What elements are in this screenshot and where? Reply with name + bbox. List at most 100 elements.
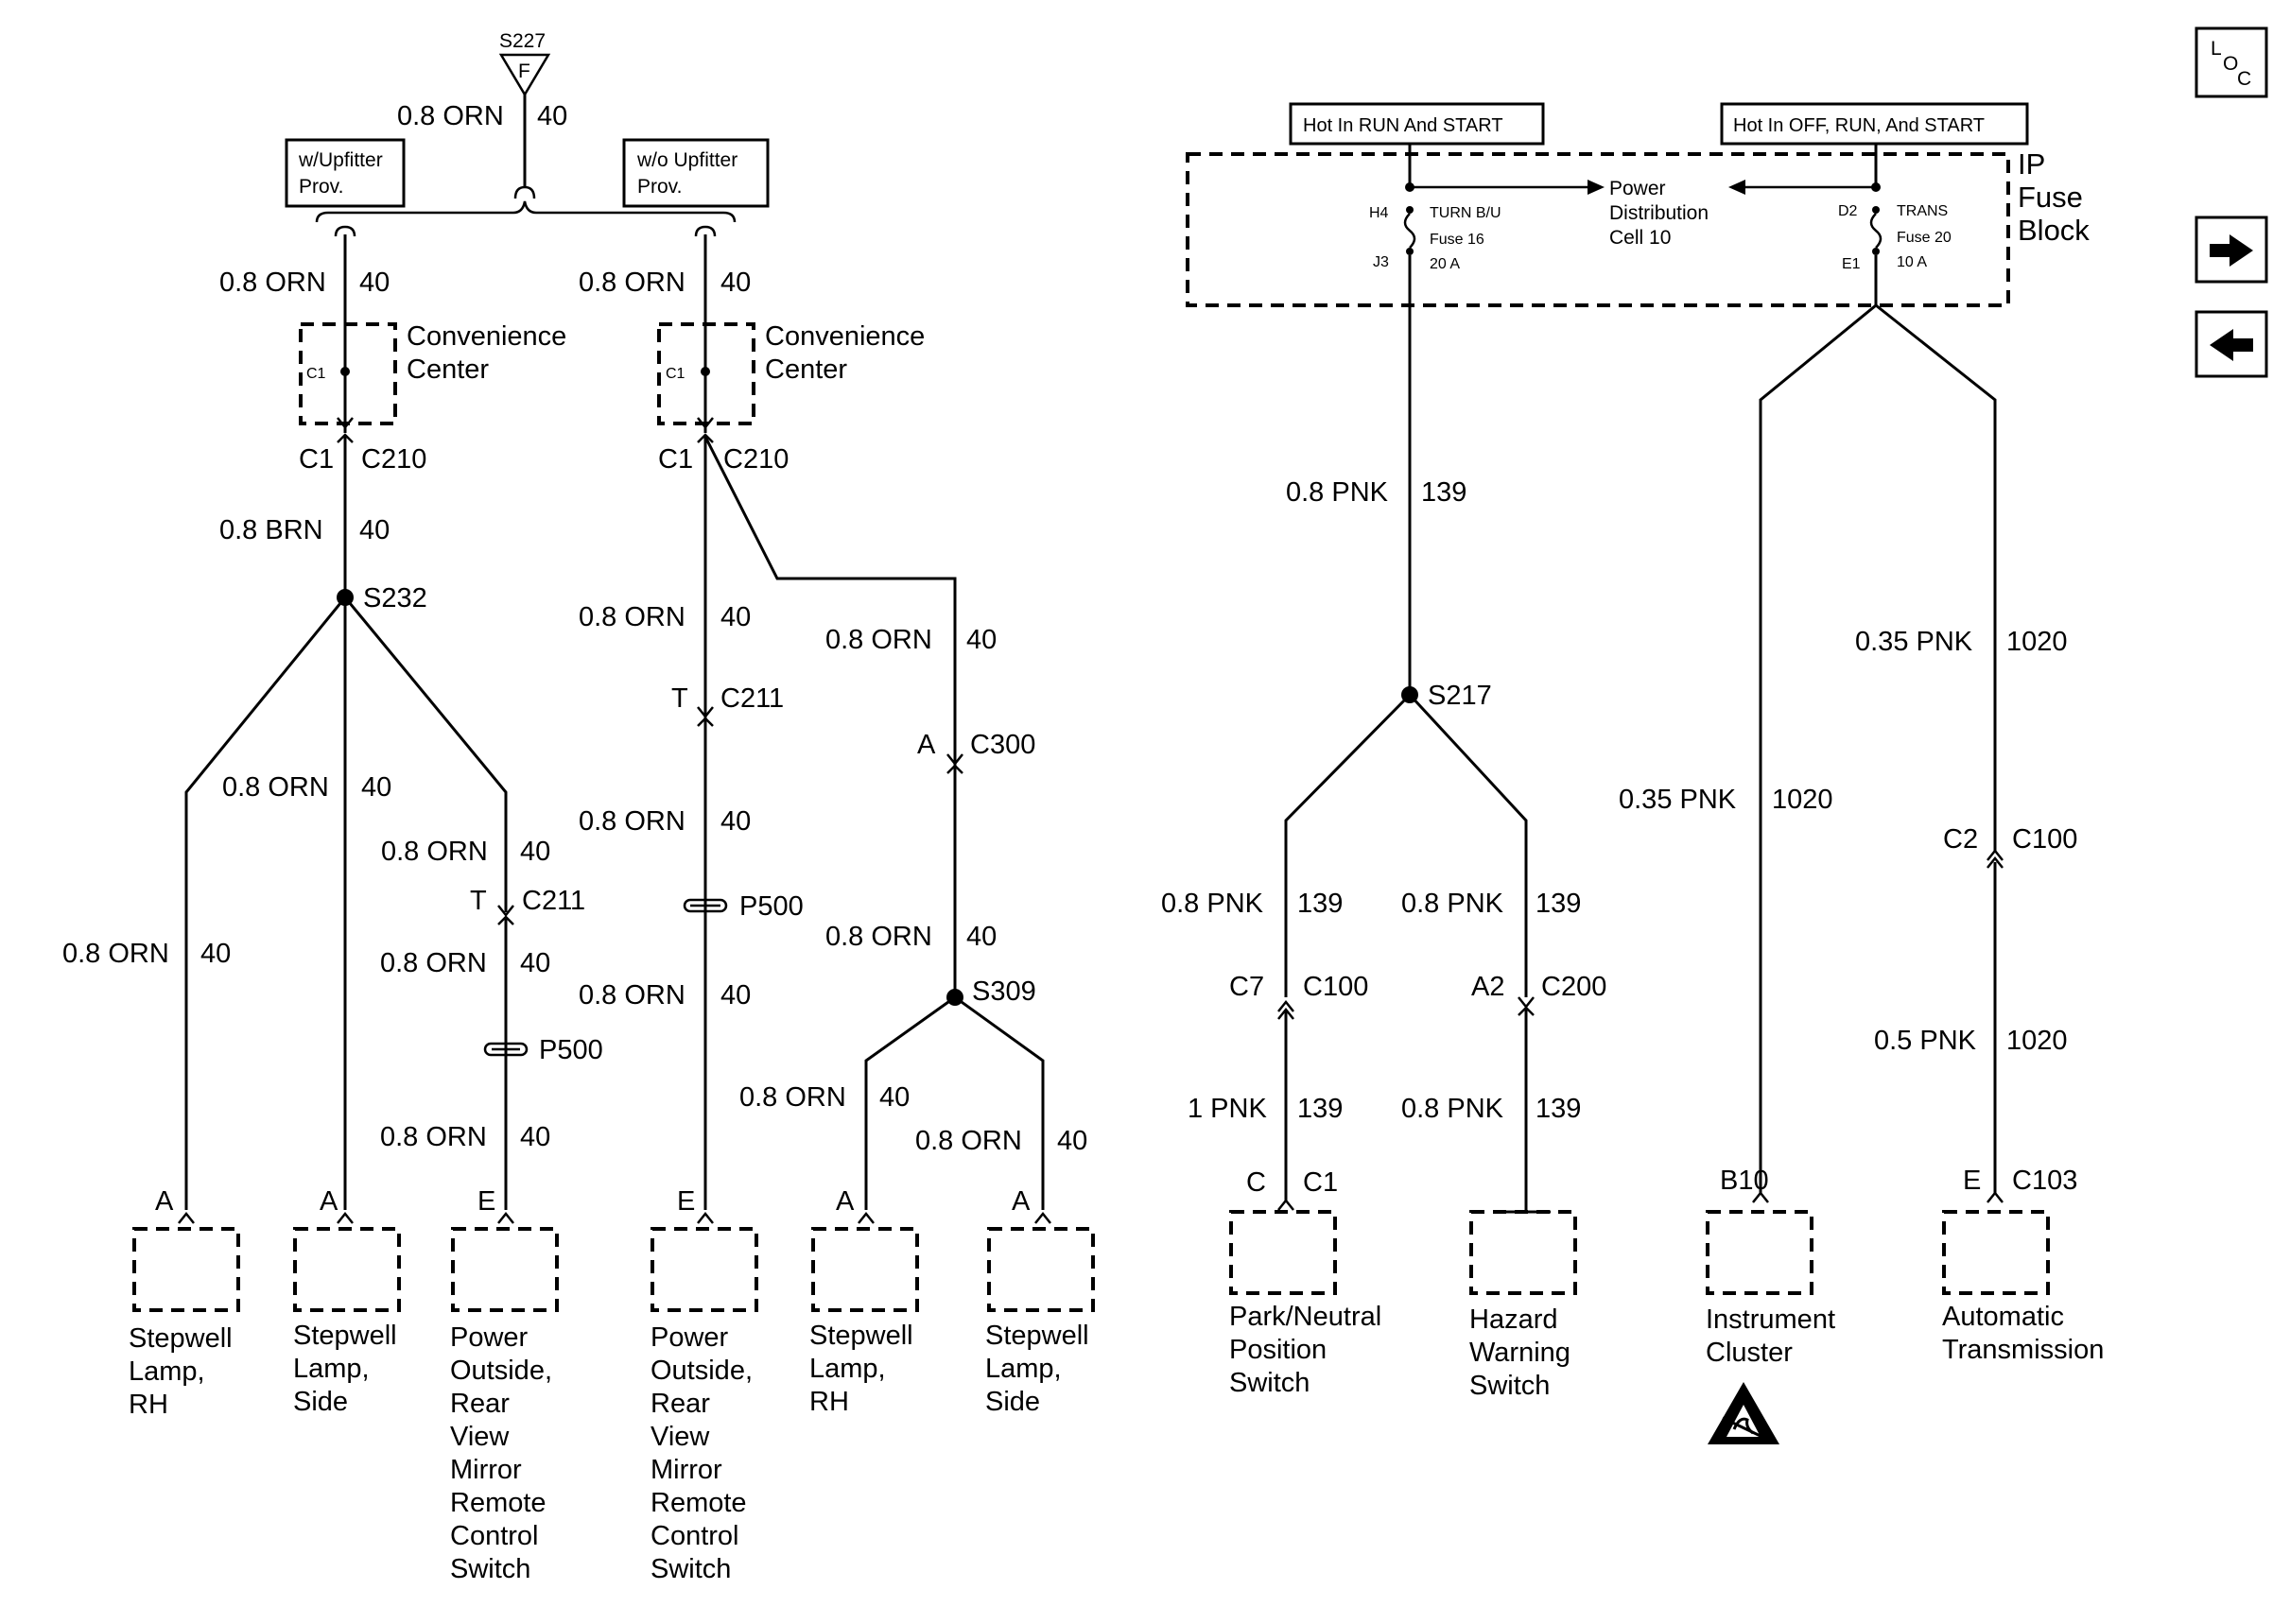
- diagram-label: 40: [520, 948, 550, 978]
- diagram-label: 0.8 BRN: [219, 515, 323, 545]
- diagram-label: S227: [499, 30, 546, 52]
- diagram-label: Lamp,: [129, 1356, 205, 1387]
- diagram-label: D2: [1838, 203, 1858, 219]
- diagram-label: 0.8 ORN: [915, 1126, 1022, 1156]
- diagram-label: Center: [407, 354, 489, 385]
- diagram-label: C210: [361, 444, 426, 475]
- diagram-label: C: [1246, 1167, 1266, 1198]
- diagram-label: Transmission: [1942, 1335, 2104, 1365]
- diagram-label: Stepwell: [293, 1321, 397, 1351]
- diagram-label: Warning: [1469, 1338, 1570, 1368]
- diagram-label: w/o Upfitter: [636, 149, 737, 171]
- diagram-label: 0.8 ORN: [380, 1122, 487, 1152]
- diagram-label: T: [470, 886, 487, 916]
- diagram-label: 0.8 ORN: [825, 922, 932, 952]
- diagram-label: S217: [1428, 681, 1492, 711]
- diagram-label: Instrument: [1706, 1304, 1835, 1335]
- diagram-label: T: [671, 683, 688, 714]
- diagram-label: Hazard: [1469, 1304, 1558, 1335]
- diagram-label: 40: [1057, 1126, 1087, 1156]
- diagram-label: Switch: [450, 1554, 530, 1584]
- diagram-label: Prov.: [637, 176, 682, 198]
- diagram-label: Stepwell: [809, 1321, 913, 1351]
- diagram-label: 40: [520, 837, 550, 867]
- diagram-label: 0.8 ORN: [397, 101, 504, 131]
- diagram-label: C2: [1943, 824, 1978, 855]
- diagram-label: C7: [1229, 972, 1264, 1002]
- diagram-label: Switch: [651, 1554, 731, 1584]
- diagram-label: P500: [539, 1035, 603, 1065]
- branch-with-upfitter: 0.8 ORN 40 C1 Convenience Center C1 C210…: [62, 225, 603, 1224]
- diagram-label: C100: [1303, 972, 1368, 1002]
- diagram-label: IP: [2018, 147, 2045, 181]
- diagram-label: Mirror: [450, 1455, 522, 1485]
- component-hazard-switch: Hazard Warning Switch: [1469, 1210, 1577, 1401]
- diagram-label: C1: [1303, 1167, 1338, 1198]
- diagram-label: H4: [1369, 205, 1389, 221]
- diagram-label: 139: [1297, 889, 1343, 919]
- diagram-label: TURN B/U: [1430, 205, 1501, 221]
- diagram-label: C: [2237, 68, 2251, 90]
- diagram-label: E: [477, 1186, 495, 1217]
- diagram-label: 0.8 ORN: [825, 625, 932, 655]
- diagram-label: Outside,: [450, 1356, 552, 1386]
- diagram-label: 1020: [2006, 627, 2068, 657]
- diagram-label: Park/Neutral: [1229, 1302, 1381, 1332]
- diagram-label: Switch: [1229, 1368, 1310, 1398]
- diagram-label: 139: [1536, 1094, 1581, 1124]
- diagram-label: 40: [720, 806, 751, 837]
- diagram-label: C300: [970, 730, 1035, 760]
- diagram-label: C1: [658, 444, 693, 475]
- diagram-label: E1: [1842, 256, 1861, 272]
- diagram-label: E: [1963, 1166, 1981, 1196]
- diagram-label: 1020: [1772, 785, 1833, 815]
- component-stepwell-lamp-rh-2: Stepwell Lamp, RH: [809, 1227, 919, 1417]
- ip-fuse-block: IP Fuse Block Power Distribution Cell 10…: [1186, 144, 2090, 307]
- diagram-label: Hot In OFF, RUN, And START: [1733, 115, 1985, 136]
- diagram-label: Power: [1609, 178, 1666, 199]
- diagram-label: Prov.: [299, 176, 343, 198]
- diagram-label: Remote: [450, 1488, 547, 1518]
- arrow-left-icon: [2210, 329, 2253, 361]
- diagram-label: Power: [450, 1322, 529, 1353]
- diagram-label: Center: [765, 354, 847, 385]
- diagram-label: 10 A: [1897, 254, 1927, 270]
- component-park-neutral-switch: Park/Neutral Position Switch: [1229, 1210, 1381, 1398]
- diagram-label: Cell 10: [1609, 227, 1671, 249]
- diagram-label: A: [155, 1186, 174, 1217]
- component-stepwell-lamp-side-2: Stepwell Lamp, Side: [985, 1227, 1095, 1417]
- splice-s227: S227 F 0.8 ORN 40: [397, 30, 567, 199]
- diagram-label: Convenience: [407, 321, 566, 352]
- previous-page-button[interactable]: [2195, 310, 2268, 378]
- circuit-1020: 0.35 PNK 1020 0.35 PNK 1020 B10 C2 C100 …: [1619, 255, 2077, 1203]
- diagram-label: O: [2223, 53, 2238, 75]
- diagram-label: 0.8 ORN: [579, 268, 685, 298]
- diagram-label: C100: [2012, 824, 2077, 855]
- diagram-label: Side: [293, 1387, 348, 1417]
- next-page-button[interactable]: [2195, 216, 2268, 284]
- diagram-label: A: [917, 730, 936, 760]
- diagram-label: Lamp,: [809, 1354, 886, 1384]
- diagram-label: 139: [1421, 477, 1466, 508]
- diagram-label: A: [1012, 1186, 1031, 1217]
- diagram-label: 40: [200, 939, 231, 969]
- diagram-label: 0.8 PNK: [1286, 477, 1389, 508]
- diagram-label: Outside,: [651, 1356, 753, 1386]
- diagram-label: 0.35 PNK: [1855, 627, 1973, 657]
- diagram-label: A: [320, 1186, 338, 1217]
- diagram-label: C1: [299, 444, 334, 475]
- diagram-label: 20 A: [1430, 256, 1460, 272]
- diagram-label: Rear: [651, 1389, 710, 1419]
- diagram-label: Stepwell: [985, 1321, 1089, 1351]
- diagram-label: 40: [879, 1082, 910, 1113]
- diagram-label: Mirror: [651, 1455, 722, 1485]
- diagram-label: TRANS: [1897, 203, 1948, 219]
- esd-sensitive-icon: [1708, 1382, 1779, 1444]
- diagram-label: Lamp,: [985, 1354, 1062, 1384]
- loc-button[interactable]: L O C: [2195, 26, 2268, 98]
- diagram-label: 0.8 ORN: [739, 1082, 846, 1113]
- diagram-label: 40: [359, 515, 390, 545]
- diagram-label: 40: [720, 980, 751, 1011]
- diagram-label: 0.35 PNK: [1619, 785, 1737, 815]
